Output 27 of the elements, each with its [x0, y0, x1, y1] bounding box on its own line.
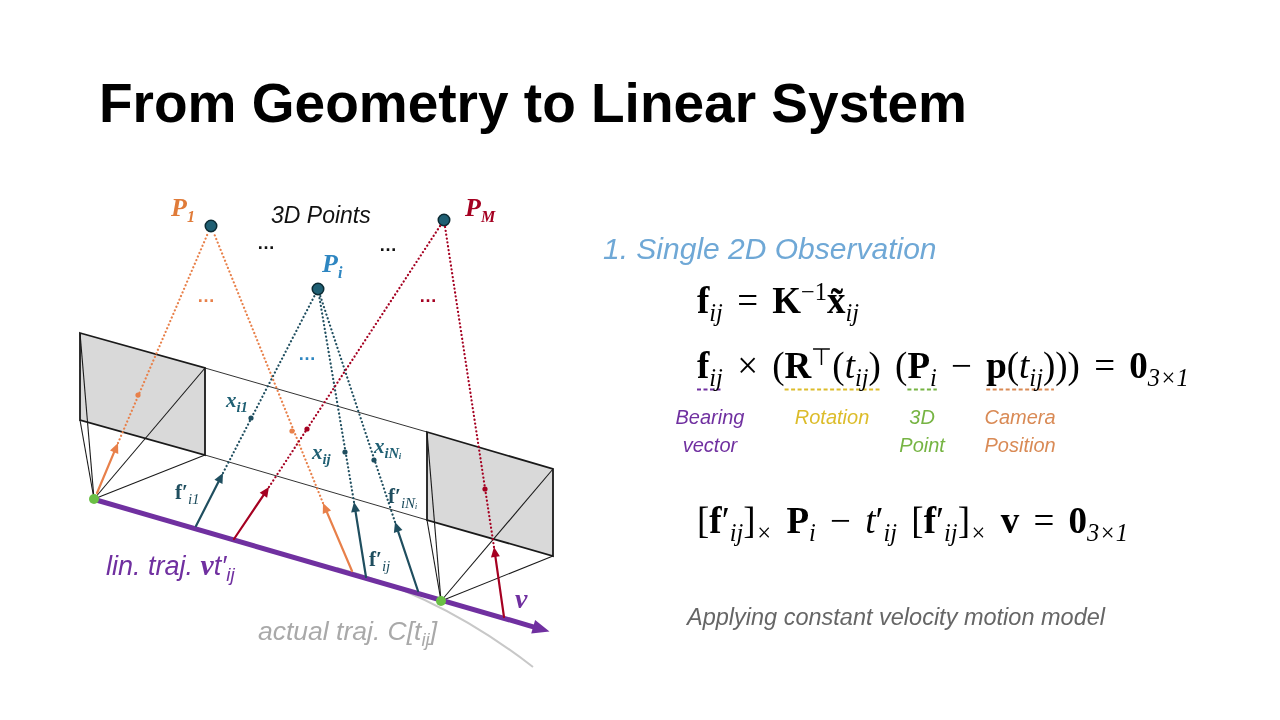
point-dot [311, 282, 325, 296]
vector-label: f′$_{i1}$ [175, 480, 200, 505]
caption-text: 3D Points [271, 202, 371, 229]
annotation-label: Rotation [793, 404, 871, 430]
annotation-label: Camera Position [983, 404, 1057, 458]
section-heading: 1. Single 2D Observation [603, 232, 937, 267]
point-label: P$_{M}$ [465, 193, 496, 223]
ellipsis: … [197, 286, 214, 307]
image-point-label: x$_{iNᵢ}$ [374, 434, 402, 459]
point-dot [437, 213, 451, 227]
annotation-label: 3D Point [898, 404, 947, 458]
image-point-label: x$_{ij}$ [312, 440, 331, 465]
annotation-label: Bearing vector [674, 404, 746, 458]
image-point-label: x$_{i1}$ [226, 388, 248, 413]
ellipsis: … [419, 286, 436, 307]
point-label: P$_{1}$ [171, 193, 195, 223]
slide-title: From Geometry to Linear System [99, 72, 968, 136]
vector-label: f′$_{ij}$ [369, 547, 391, 572]
vector-label: f′$_{iNᵢ}$ [388, 484, 418, 509]
trajectory-label: lin. traj. vt′$_{ij}$ [106, 548, 235, 583]
ellipsis: … [379, 235, 396, 256]
point-label: P$_{i}$ [322, 249, 343, 279]
point-dot [204, 219, 218, 233]
ellipsis: … [257, 233, 274, 254]
velocity-label: v [515, 583, 528, 616]
ellipsis: … [298, 344, 315, 365]
note: Applying constant velocity motion model [687, 604, 1105, 631]
